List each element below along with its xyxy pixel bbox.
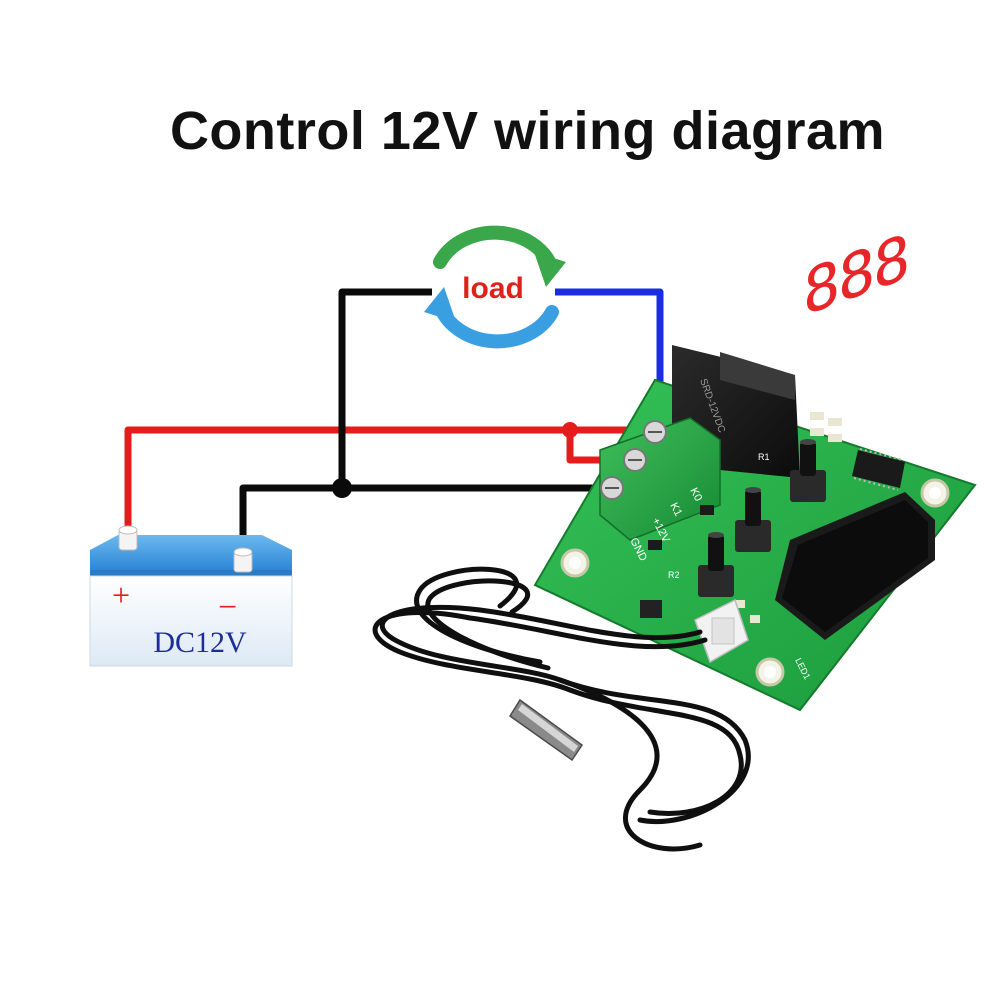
- button-set[interactable]: [790, 439, 826, 502]
- negative-junction-dot: [332, 478, 352, 498]
- terminal-screw-2: [623, 448, 647, 472]
- load-arrow-blue-icon: [433, 299, 559, 349]
- battery: + − DC12V: [89, 525, 293, 667]
- load-return-wire: [555, 288, 664, 410]
- pcb-label-r1: R1: [758, 452, 770, 462]
- display-digit-2: 8: [838, 233, 875, 318]
- load-arrow-green-icon: [433, 225, 559, 275]
- terminal-screw-3: [600, 476, 624, 500]
- seven-segment-display: 8 8 8: [775, 220, 935, 640]
- battery-voltage-label: DC12V: [153, 626, 247, 659]
- display-digit-3: 8: [873, 220, 910, 305]
- ic-chip: [852, 448, 905, 491]
- negative-wire: [239, 288, 605, 550]
- battery-plus-label: +: [112, 577, 130, 613]
- load-symbol: load: [424, 225, 566, 349]
- smd-components: [640, 412, 842, 623]
- battery-negative-terminal: [233, 547, 253, 573]
- pcb-label-k0: K0: [687, 486, 704, 503]
- pcb-label-k1: K1: [667, 501, 684, 518]
- positive-junction-dot: [562, 422, 578, 438]
- terminal-screw-1: [643, 420, 667, 444]
- button-down[interactable]: [698, 532, 734, 597]
- pcb-label-r2: R2: [668, 570, 680, 580]
- button-up[interactable]: [735, 487, 771, 552]
- terminal-block: [599, 417, 721, 541]
- temperature-sensor-cable: [372, 566, 751, 852]
- mounting-holes: [560, 478, 950, 687]
- thermostat-module: SRD-12VDC K0 K1: [533, 220, 977, 712]
- temperature-probe: [508, 698, 584, 762]
- sensor-connector: [694, 598, 749, 664]
- display-digit-1: 8: [803, 246, 840, 331]
- battery-positive-terminal: [118, 525, 138, 551]
- positive-wire: [124, 422, 640, 540]
- load-label: load: [462, 272, 524, 305]
- battery-minus-label: −: [218, 589, 237, 626]
- diagram-title: Control 12V wiring diagram: [169, 101, 886, 161]
